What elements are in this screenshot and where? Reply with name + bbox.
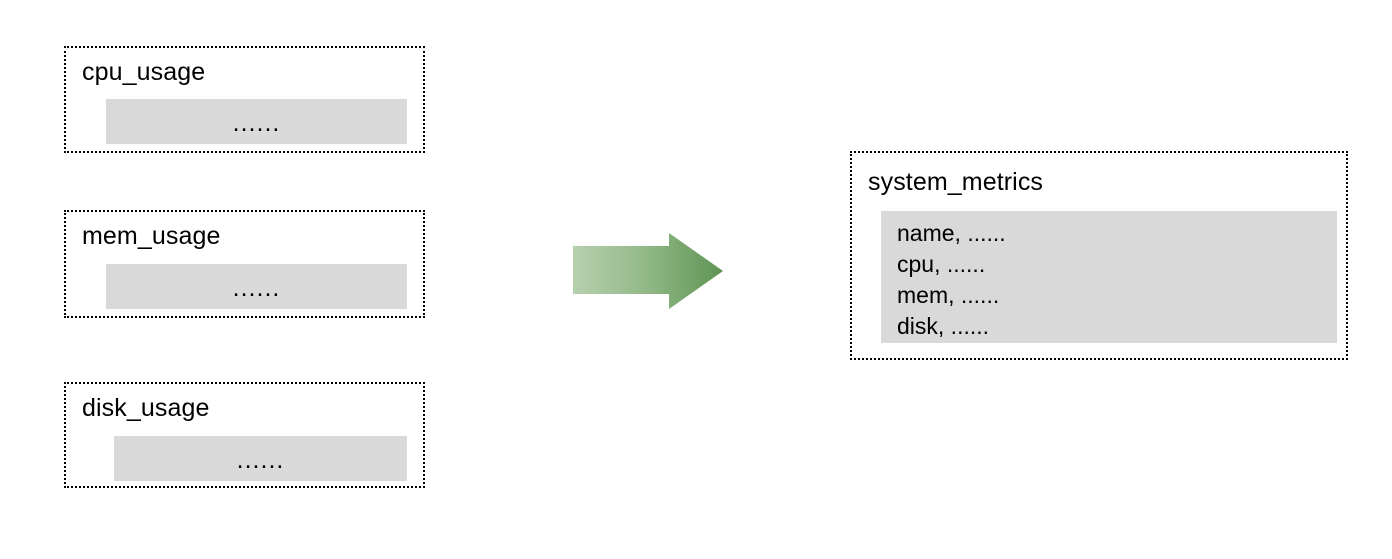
card-body-panel-mem-usage: ...... <box>106 264 407 309</box>
panel-ellipsis-cpu-usage: ...... <box>232 109 281 137</box>
flow-arrow <box>570 230 726 312</box>
card-body-panel-disk-usage: ...... <box>114 436 407 481</box>
schema-line: name, ...... <box>897 220 1006 246</box>
card-title-disk-usage: disk_usage <box>82 394 210 422</box>
panel-ellipsis-mem-usage: ...... <box>232 274 281 302</box>
card-title-system-metrics: system_metrics <box>868 168 1044 196</box>
schema-line: mem, ...... <box>897 282 1000 308</box>
source-card-cpu-usage[interactable]: cpu_usage ...... <box>64 46 425 153</box>
schema-line: cpu, ...... <box>897 251 986 277</box>
source-card-disk-usage[interactable]: disk_usage ...... <box>64 382 425 488</box>
target-card-system-metrics[interactable]: system_metrics name, ...... cpu, ...... … <box>850 151 1348 360</box>
card-title-mem-usage: mem_usage <box>82 222 221 250</box>
source-card-mem-usage[interactable]: mem_usage ...... <box>64 210 425 318</box>
panel-ellipsis-disk-usage: ...... <box>236 446 285 474</box>
schema-line: disk, ...... <box>897 313 990 339</box>
right-arrow-icon <box>573 233 723 309</box>
card-title-cpu-usage: cpu_usage <box>82 58 206 86</box>
card-body-panel-system-metrics: name, ...... cpu, ...... mem, ...... dis… <box>881 211 1337 343</box>
schema-line-list: name, ...... cpu, ...... mem, ...... dis… <box>897 218 1329 342</box>
card-body-panel-cpu-usage: ...... <box>106 99 407 144</box>
